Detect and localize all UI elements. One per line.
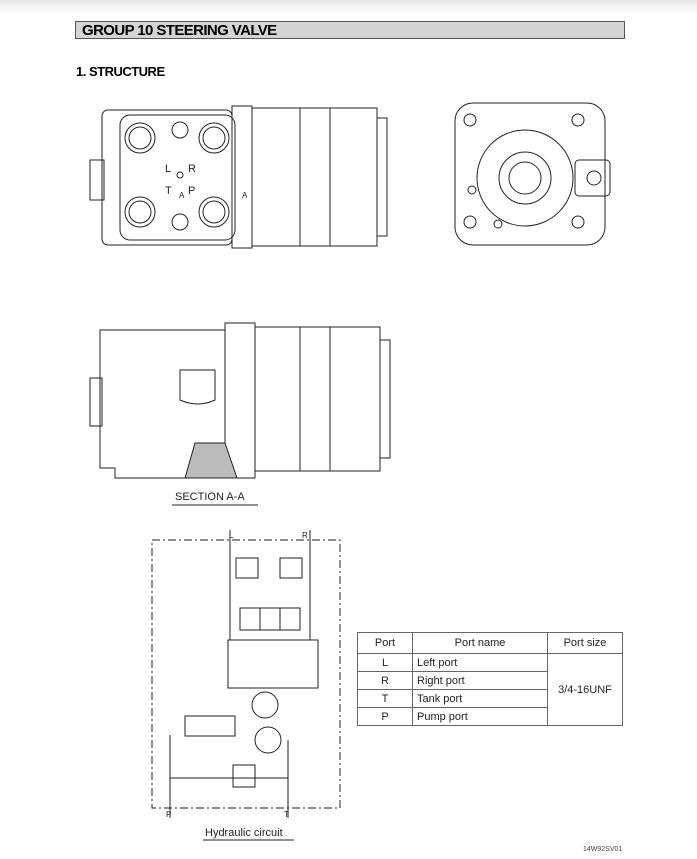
- figure-code: 14W92SV01: [583, 846, 623, 853]
- port-name-cell: Tank port: [412, 689, 548, 708]
- port-cell: R: [357, 671, 413, 690]
- section-label: SECTION A-A: [175, 491, 245, 503]
- port-name-cell: Left port: [412, 653, 548, 672]
- label-l: L: [165, 163, 171, 175]
- label-p: P: [188, 185, 195, 197]
- port-name-cell: Pump port: [412, 707, 548, 726]
- section-title: 1. STRUCTURE: [76, 64, 165, 79]
- label-a2: A: [242, 191, 248, 200]
- port-table: Port Port name Port size L Left port 3/4…: [357, 632, 623, 726]
- table-row: L Left port 3/4-16UNF: [357, 653, 623, 726]
- header-port-size: Port size: [547, 632, 623, 654]
- front-view-drawing: L R T A P A: [89, 105, 388, 249]
- label-r: R: [188, 163, 196, 175]
- circuit-title: Hydraulic circuit: [205, 827, 283, 839]
- port-cell: P: [357, 707, 413, 726]
- label-a1: A: [179, 191, 185, 200]
- label-t: T: [165, 185, 172, 197]
- header-port: Port: [357, 632, 413, 654]
- group-title: GROUP 10 STEERING VALVE: [75, 21, 625, 39]
- port-cell: L: [357, 653, 413, 672]
- port-name-cell: Right port: [412, 671, 548, 690]
- circuit-t: T: [284, 810, 289, 819]
- top-shadow: [0, 0, 697, 14]
- table-row: P Pump port: [357, 707, 623, 726]
- port-size-cell: 3/4-16UNF: [547, 653, 623, 726]
- circuit-l: L: [229, 531, 234, 540]
- header-port-name: Port name: [412, 632, 548, 654]
- side-view-drawing: SECTION A-A: [89, 322, 391, 506]
- end-view-drawing: [454, 102, 611, 246]
- port-cell: T: [357, 689, 413, 708]
- hydraulic-circuit-drawing: L R P T Hydraulic circuit: [151, 530, 341, 841]
- circuit-p: P: [166, 810, 171, 819]
- circuit-r: R: [302, 531, 308, 540]
